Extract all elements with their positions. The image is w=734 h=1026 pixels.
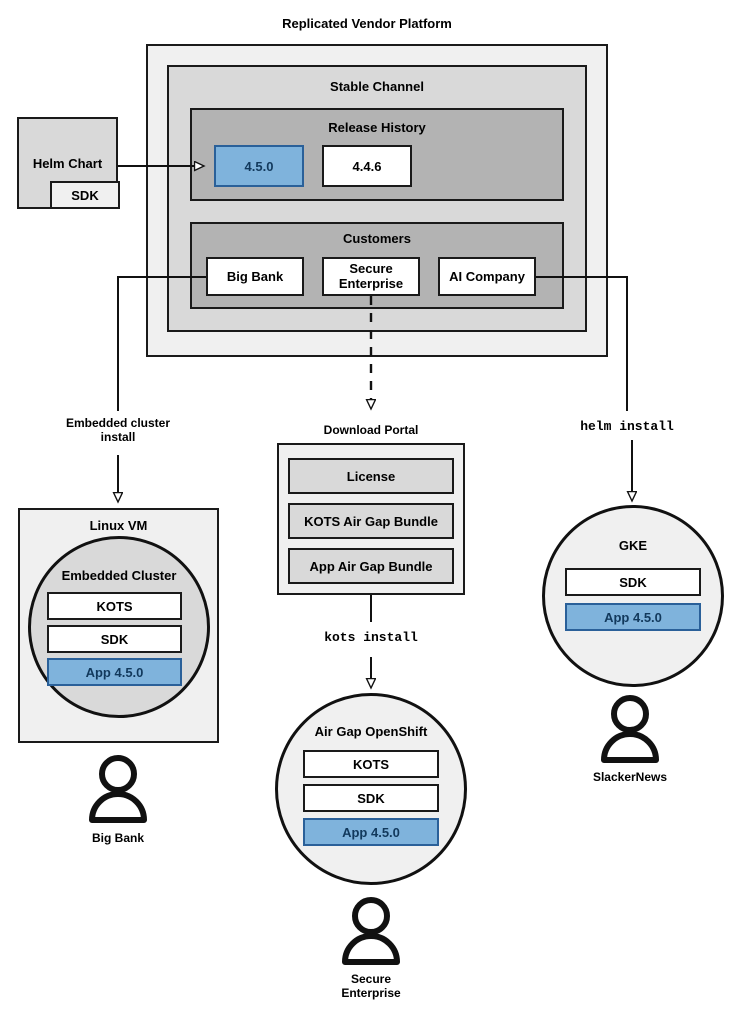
- page-title: Replicated Vendor Platform: [282, 16, 452, 31]
- helm-install-label: helm install: [580, 419, 674, 434]
- customer-label-line2: Enterprise: [338, 275, 404, 291]
- artifact-license[interactable]: License: [288, 458, 454, 494]
- customer-ai-company[interactable]: AI Company: [438, 257, 536, 296]
- release-4-4-6[interactable]: 4.4.6: [322, 145, 412, 187]
- customer-big-bank[interactable]: Big Bank: [206, 257, 304, 296]
- embedded-cluster-label: Embedded Cluster: [61, 568, 177, 583]
- openshift-component-sdk[interactable]: SDK: [303, 784, 439, 812]
- download-portal-title: Download Portal: [323, 423, 419, 437]
- openshift-component-app[interactable]: App 4.5.0: [303, 818, 439, 846]
- artifact-label: License: [346, 468, 396, 484]
- customers-title: Customers: [343, 231, 411, 246]
- customer-label-line1: Secure: [349, 260, 393, 276]
- person-icon: [601, 695, 659, 763]
- kots-install-label: kots install: [324, 630, 418, 645]
- openshift-component-kots[interactable]: KOTS: [303, 750, 439, 778]
- customer-label-line2: Enterprise: [341, 986, 401, 1001]
- embedded-cluster-install-label: Embedded cluster install: [38, 416, 198, 445]
- component-label: App 4.5.0: [85, 664, 144, 680]
- linux-vm-component-app[interactable]: App 4.5.0: [47, 658, 182, 686]
- component-label: App 4.5.0: [342, 824, 400, 840]
- customer-label: AI Company: [449, 269, 525, 284]
- linux-vm-label: Linux VM: [89, 518, 148, 533]
- person-icon: [89, 755, 147, 823]
- customer-label: Big Bank: [226, 269, 284, 284]
- release-version-label: 4.5.0: [244, 158, 274, 174]
- linux-vm-component-kots[interactable]: KOTS: [47, 592, 182, 620]
- air-gap-openshift-label: Air Gap OpenShift: [314, 724, 428, 739]
- gke-customer-label: SlackerNews: [592, 770, 668, 784]
- component-label: KOTS: [352, 756, 390, 772]
- person-icon: [342, 897, 400, 965]
- artifact-label: KOTS Air Gap Bundle: [304, 513, 438, 529]
- artifact-app-air-gap-bundle[interactable]: App Air Gap Bundle: [288, 548, 454, 584]
- gke-label: GKE: [618, 538, 648, 553]
- stable-channel-title: Stable Channel: [330, 79, 424, 94]
- component-label: KOTS: [96, 598, 133, 614]
- linux-vm-customer-label: Big Bank: [91, 831, 144, 845]
- component-label: SDK: [100, 631, 129, 647]
- release-history-title: Release History: [328, 120, 426, 135]
- flow-label-line1: Embedded cluster: [65, 416, 171, 430]
- customer-secure-enterprise[interactable]: Secure Enterprise: [322, 257, 420, 296]
- release-4-5-0[interactable]: 4.5.0: [214, 145, 304, 187]
- helm-chart-label: Helm Chart: [32, 156, 103, 171]
- helm-chart-sdk-box[interactable]: SDK: [50, 181, 120, 209]
- component-label: SDK: [619, 574, 647, 590]
- component-label: App 4.5.0: [604, 609, 662, 625]
- artifact-label: App Air Gap Bundle: [309, 558, 433, 574]
- gke-component-sdk[interactable]: SDK: [565, 568, 701, 596]
- component-label: SDK: [357, 790, 385, 806]
- sdk-label: SDK: [71, 187, 99, 203]
- linux-vm-component-sdk[interactable]: SDK: [47, 625, 182, 653]
- flow-label-line2: install: [100, 430, 136, 445]
- release-version-label: 4.4.6: [352, 158, 382, 174]
- artifact-kots-air-gap-bundle[interactable]: KOTS Air Gap Bundle: [288, 503, 454, 539]
- gke-circle: [542, 505, 724, 687]
- openshift-customer-label: Secure Enterprise: [291, 972, 451, 1001]
- gke-component-app[interactable]: App 4.5.0: [565, 603, 701, 631]
- customer-label-line1: Secure: [350, 972, 392, 986]
